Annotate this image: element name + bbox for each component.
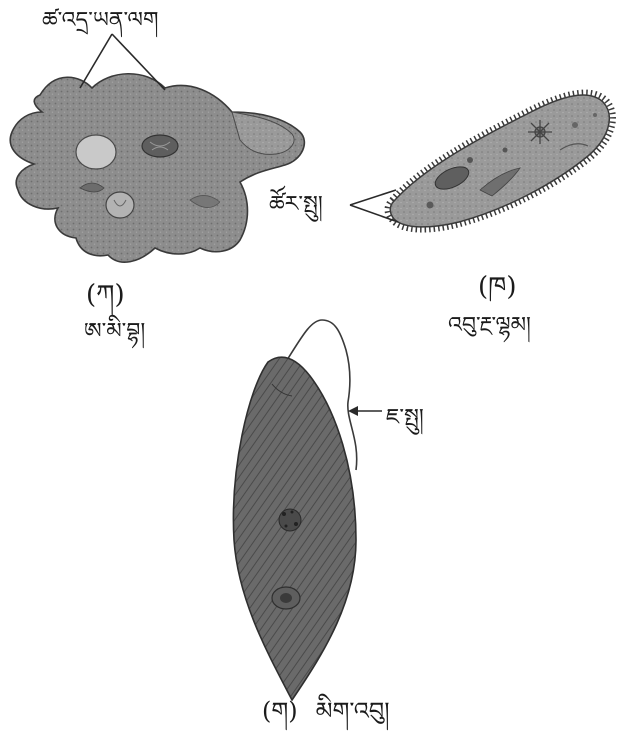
organism-b-marker: (ཁ) bbox=[478, 274, 517, 300]
organism-a-name: ཨ་མི་བྷ། bbox=[84, 321, 145, 343]
amoeba-body bbox=[10, 74, 304, 262]
amoeba-illustration bbox=[10, 74, 304, 262]
organism-a-marker: (ཀ) bbox=[86, 282, 125, 308]
paramecium-illustration bbox=[388, 93, 613, 230]
organism-c-marker: (ག) bbox=[262, 697, 298, 725]
amoeba-contractile-vacuole bbox=[106, 192, 134, 218]
cilia-label: ཚོར་སྤུ། bbox=[269, 194, 323, 216]
euglena-eyespot bbox=[279, 509, 301, 531]
organism-c-name: མིག་འབུ། bbox=[316, 697, 390, 725]
flagellum-label: ཇ་སྤུ། bbox=[386, 407, 424, 429]
contractile-vacuole-star bbox=[528, 120, 552, 144]
organism-b-name: འབུ་རྔ་ལྷམ། bbox=[448, 315, 531, 337]
flagellum-pointer-arrow bbox=[348, 406, 382, 416]
paramecium-body bbox=[390, 95, 609, 227]
organism-c-caption: (ག) མིག་འབུ། bbox=[262, 699, 390, 723]
euglena-illustration bbox=[233, 320, 356, 700]
amoeba-nucleus bbox=[76, 135, 116, 169]
pseudopod-label: ཚ་འདྲ་ཡན་ལག bbox=[42, 10, 158, 32]
